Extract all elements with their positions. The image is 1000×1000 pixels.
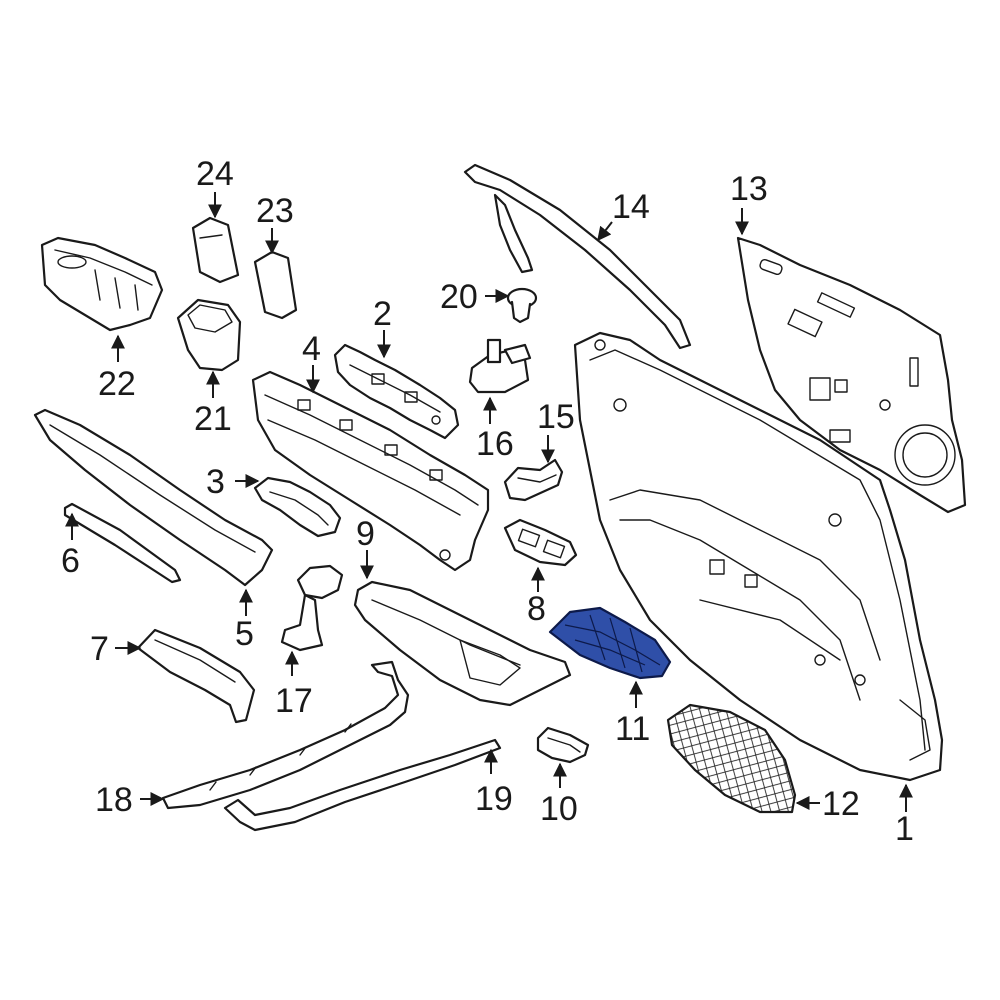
callout-22: 22	[98, 365, 136, 403]
part-8-switch-bezel[interactable]	[503, 518, 578, 567]
part-1-door-panel[interactable]	[573, 331, 944, 782]
part-15-switch[interactable]	[503, 458, 564, 502]
callout-11: 11	[615, 710, 650, 748]
part-16-sensor[interactable]	[468, 338, 532, 394]
part-10-clip-cover[interactable]	[536, 726, 590, 764]
callout-16: 16	[476, 425, 514, 463]
part-11-insulator-highlighted[interactable]	[548, 606, 672, 680]
callout-1: 1	[895, 810, 914, 848]
callout-9: 9	[356, 515, 375, 553]
callout-19: 19	[475, 780, 513, 818]
callout-17: 17	[275, 682, 313, 720]
leader-14	[597, 221, 613, 242]
callout-7: 7	[90, 630, 109, 668]
callout-12: 12	[822, 785, 860, 823]
callout-24: 24	[196, 155, 234, 193]
part-13-water-shield[interactable]	[736, 236, 967, 514]
part-7-pocket[interactable]	[136, 628, 256, 724]
part-17-speaker-mount[interactable]	[280, 564, 344, 652]
part-19-light-guide[interactable]	[223, 738, 502, 832]
callout-5: 5	[235, 615, 254, 653]
part-21-cup-holder[interactable]	[176, 298, 242, 372]
callout-23: 23	[256, 192, 294, 230]
callout-21: 21	[194, 400, 232, 438]
part-2-bracket[interactable]	[333, 343, 460, 440]
callout-10: 10	[540, 790, 578, 828]
part-9-armrest[interactable]	[353, 580, 572, 707]
callout-20: 20	[440, 278, 478, 316]
callout-18: 18	[95, 781, 133, 819]
part-5-trim-strip[interactable]	[33, 408, 274, 587]
part-23-clip-block[interactable]	[253, 250, 298, 320]
callout-8: 8	[527, 590, 546, 628]
callout-13: 13	[730, 170, 768, 208]
part-24-cover[interactable]	[191, 216, 240, 284]
part-22-storage-bin[interactable]	[40, 236, 164, 332]
callout-2: 2	[373, 295, 392, 333]
callout-14: 14	[612, 188, 650, 226]
part-18-light-strip[interactable]	[161, 660, 410, 810]
callout-4: 4	[302, 330, 321, 368]
callout-3: 3	[206, 463, 225, 501]
part-6-molding[interactable]	[63, 502, 182, 584]
part-12-speaker-grille[interactable]	[666, 703, 797, 814]
callout-6: 6	[61, 542, 80, 580]
part-20-push-pin[interactable]	[506, 287, 538, 324]
callout-15: 15	[537, 398, 575, 436]
part-4-carrier[interactable]	[251, 370, 490, 572]
part-14-belt-molding[interactable]	[463, 163, 692, 350]
part-3-handle[interactable]	[253, 476, 342, 538]
